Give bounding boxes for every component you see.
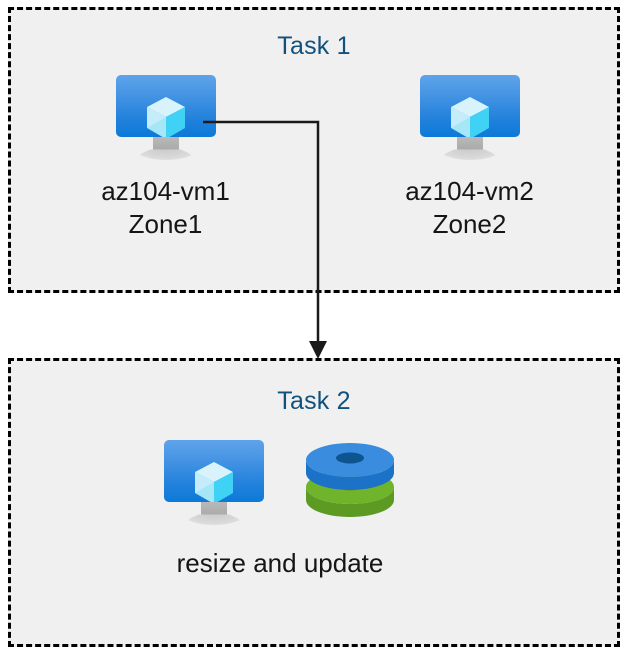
vm-stand-base [182, 514, 246, 525]
node-az104-vm1: az104-vm1 Zone1 [53, 75, 278, 240]
down-arrow-icon [309, 341, 327, 359]
node-az104-vm2: az104-vm2 Zone2 [357, 75, 582, 240]
vm-cube-glyph [146, 96, 185, 139]
vm-cube-glyph [195, 461, 233, 504]
virtual-machine-icon [419, 75, 520, 160]
task-2-icon-row [115, 440, 445, 525]
blue-disk [306, 443, 394, 490]
vm-stand-neck [201, 502, 227, 517]
vm-stand-neck [152, 137, 179, 152]
virtual-machine-icon [115, 75, 216, 160]
vm-stand-base [133, 149, 198, 160]
managed-disks-icon [304, 440, 396, 525]
vm-stand-base [437, 149, 502, 160]
node-label-az104-vm2: az104-vm2 Zone2 [405, 176, 534, 239]
node-resize-and-update: resize and update [115, 440, 445, 580]
task-2-title: Task 2 [277, 387, 351, 415]
virtual-machine-icon [164, 440, 264, 525]
node-label-resize-and-update: resize and update [176, 548, 384, 578]
vm-cube-glyph [450, 96, 489, 139]
task-1-title: Task 1 [277, 32, 351, 60]
node-label-az104-vm1: az104-vm1 Zone1 [101, 176, 230, 239]
vm-stand-neck [456, 137, 483, 152]
